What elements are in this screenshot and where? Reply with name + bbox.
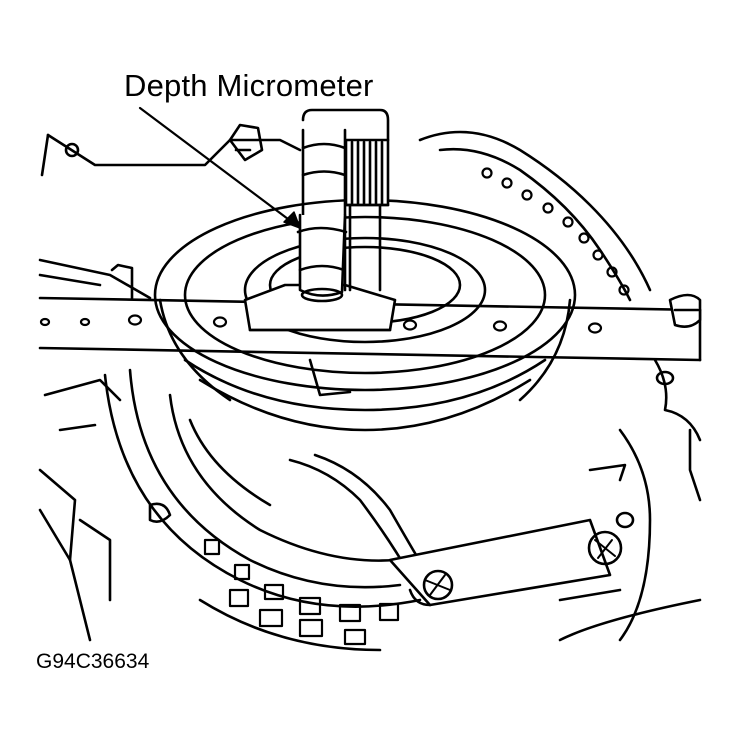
case-rim-holes	[481, 167, 630, 296]
planetary-gear-assembly	[38, 368, 422, 652]
callout-leader-arrowhead	[283, 211, 301, 229]
figure-code: G94C36634	[36, 650, 150, 673]
callout-label-depth-micrometer: Depth Micrometer	[124, 68, 374, 103]
depth-micrometer	[243, 108, 397, 332]
drum-bolt	[148, 502, 172, 523]
transmission-case-housing	[38, 123, 652, 302]
strap-bolt-right	[587, 530, 623, 566]
drum-teeth	[203, 538, 400, 646]
micrometer-ratchet-knurl	[344, 138, 390, 292]
holding-strap	[288, 453, 623, 607]
callout-leader-line	[138, 106, 302, 230]
case-bolt-head	[228, 123, 264, 162]
case-right-side	[558, 293, 702, 642]
straightedge-holes	[39, 314, 603, 334]
strap-bolt-left	[422, 569, 454, 601]
